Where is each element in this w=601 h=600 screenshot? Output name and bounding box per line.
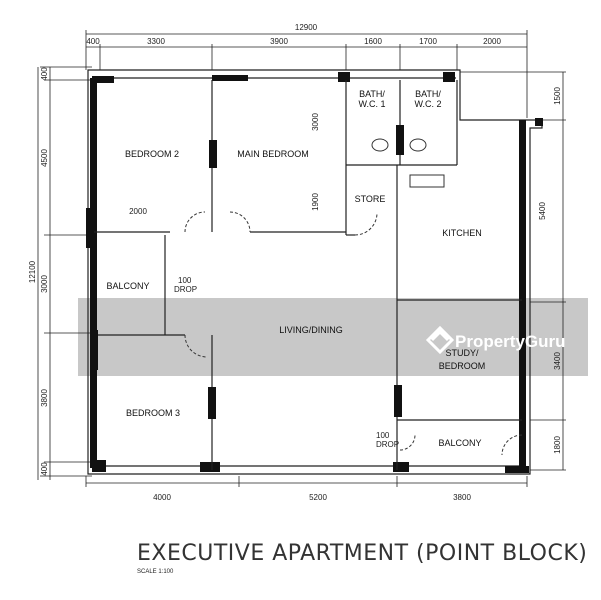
room-bath2-line1: BATH/: [415, 89, 441, 99]
drop-label-1-value: 100: [178, 276, 192, 285]
room-balcony-left: BALCONY: [106, 281, 149, 291]
propertyguru-logo-icon: [425, 325, 455, 355]
dim-bottom-1: 5200: [309, 493, 327, 502]
room-study-line2: BEDROOM: [439, 361, 486, 371]
dim-left-4: 400: [40, 462, 49, 476]
dim-top-3: 1600: [364, 37, 382, 46]
room-main-bedroom: MAIN BEDROOM: [237, 149, 309, 159]
dim-left-2: 3000: [40, 275, 49, 293]
dim-top-0: 400: [86, 37, 100, 46]
room-bath1-line1: BATH/: [359, 89, 385, 99]
room-store: STORE: [355, 194, 386, 204]
dim-inner-2000: 2000: [129, 207, 147, 216]
room-bedroom-3: BEDROOM 3: [126, 408, 180, 418]
dim-inner-1900: 1900: [311, 193, 320, 211]
watermark-band: [78, 298, 588, 376]
drop-label-1-text: DROP: [174, 285, 197, 294]
dim-bottom-2: 3800: [453, 493, 471, 502]
dim-top-total: 12900: [295, 23, 318, 32]
dim-left-0: 400: [40, 67, 49, 81]
dim-right-3: 1800: [553, 436, 562, 454]
dim-top-5: 2000: [483, 37, 501, 46]
dim-left-total: 12100: [28, 260, 37, 283]
dim-bottom-0: 4000: [153, 493, 171, 502]
room-bedroom-2: BEDROOM 2: [125, 149, 179, 159]
dim-top-2: 3900: [270, 37, 288, 46]
dim-right-0: 1500: [553, 87, 562, 105]
room-kitchen: KITCHEN: [442, 228, 482, 238]
dim-left-1: 4500: [40, 149, 49, 167]
room-living-dining: LIVING/DINING: [279, 325, 343, 335]
walls: [86, 69, 543, 475]
watermark-text: PropertyGuru: [455, 332, 566, 351]
dim-inner-3000: 3000: [311, 113, 320, 131]
dim-right-2: 3400: [553, 352, 562, 370]
room-bath1-line2: W.C. 1: [358, 99, 385, 109]
dim-right-1: 5400: [538, 202, 547, 220]
room-study-line1: STUDY/: [445, 348, 479, 358]
room-bath2-line2: W.C. 2: [414, 99, 441, 109]
plan-title: EXECUTIVE APARTMENT (POINT BLOCK): [137, 541, 587, 566]
dim-top-1: 3300: [147, 37, 165, 46]
plan-scale: SCALE 1:100: [137, 569, 174, 575]
drop-label-2-value: 100: [376, 431, 390, 440]
dim-left-3: 3800: [40, 389, 49, 407]
dimension-lines: [37, 30, 566, 487]
dim-top-4: 1700: [419, 37, 437, 46]
room-balcony-right: BALCONY: [438, 438, 481, 448]
drop-label-2-text: DROP: [376, 440, 399, 449]
